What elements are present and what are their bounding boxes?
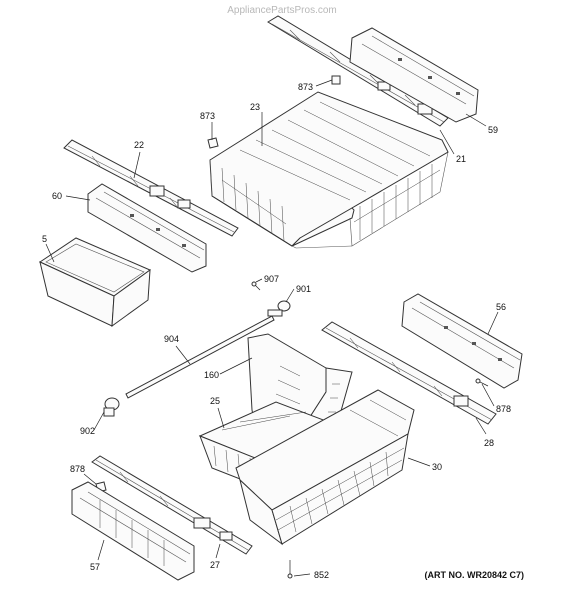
label-28: 28 — [484, 438, 494, 448]
label-25: 25 — [210, 396, 220, 406]
slide-rail-upper-left[interactable] — [63, 139, 239, 237]
label-907: 907 — [264, 274, 279, 284]
axle-rod[interactable] — [125, 315, 275, 399]
leader-lines — [45, 79, 499, 577]
label-901: 901 — [296, 284, 311, 294]
roller[interactable] — [267, 300, 291, 317]
label-904: 904 — [164, 334, 179, 344]
lower-basket[interactable] — [235, 389, 415, 546]
label-30: 30 — [432, 462, 442, 472]
rail-cover-upper-left[interactable] — [87, 183, 207, 273]
fastener[interactable] — [287, 560, 293, 579]
label-878-right: 878 — [496, 404, 511, 414]
part-labels: 21 23 22 59 60 873 873 5 907 901 904 902… — [42, 82, 511, 580]
clip-lower-right[interactable] — [475, 378, 489, 387]
rail-cover-lower-left[interactable] — [71, 481, 195, 581]
label-27: 27 — [210, 560, 220, 570]
watermark-text: AppliancePartsPros.com — [227, 5, 337, 16]
rail-cover-lower-right[interactable] — [401, 293, 523, 389]
label-22: 22 — [134, 140, 144, 150]
label-59: 59 — [488, 125, 498, 135]
label-57: 57 — [90, 562, 100, 572]
upper-wire-basket[interactable] — [209, 91, 449, 249]
label-878-left: 878 — [70, 464, 85, 474]
label-902: 902 — [80, 426, 95, 436]
slide-rail-upper-right[interactable] — [267, 15, 449, 127]
label-852: 852 — [314, 570, 329, 580]
slide-rail-lower-left[interactable] — [91, 455, 253, 555]
label-60: 60 — [52, 191, 62, 201]
art-number: (ART NO. WR20842 C7) — [424, 570, 524, 580]
label-56: 56 — [496, 302, 506, 312]
clip-upper-right[interactable] — [331, 75, 341, 85]
ice-bin[interactable] — [38, 237, 152, 328]
slide-rail-lower-right[interactable] — [321, 321, 497, 425]
screw[interactable] — [251, 281, 261, 291]
label-21: 21 — [456, 154, 466, 164]
label-5: 5 — [42, 234, 47, 244]
label-160: 160 — [204, 370, 219, 380]
clip-upper-left[interactable] — [207, 137, 219, 149]
label-873-upper-right: 873 — [298, 82, 313, 92]
label-873-upper-left: 873 — [200, 111, 215, 121]
rail-cover-upper-right[interactable] — [349, 27, 479, 123]
roller-end[interactable] — [103, 397, 120, 417]
label-23: 23 — [250, 102, 260, 112]
